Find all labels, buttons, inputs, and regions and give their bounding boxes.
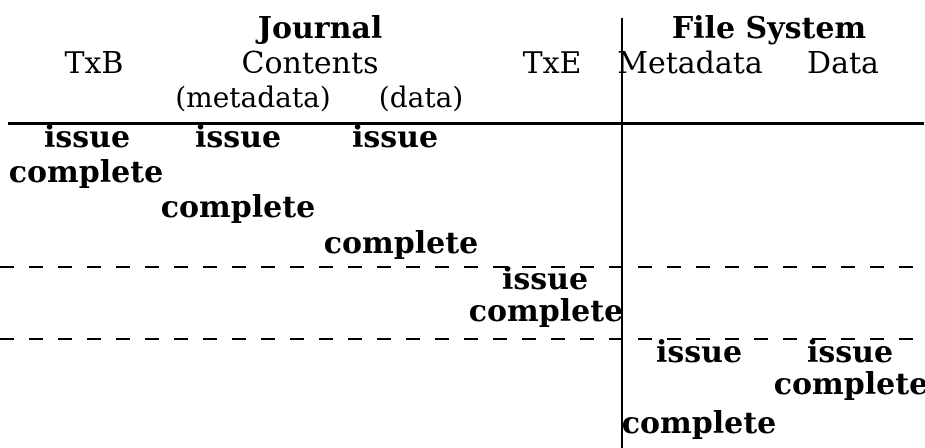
column-header-fs-data: Data — [807, 46, 879, 81]
header-rule — [8, 122, 924, 125]
column-header-contents: Contents — [241, 46, 379, 81]
file-system-group-header: File System — [671, 11, 867, 46]
journal-data-complete-entry: complete — [323, 226, 479, 261]
journal-data-issue-entry: issue — [351, 120, 439, 155]
column-header-txe: TxE — [522, 46, 582, 81]
fs-metadata-complete-entry: complete — [621, 406, 777, 441]
journal-metadata-issue-entry: issue — [194, 120, 282, 155]
journal-metadata-complete-entry: complete — [160, 190, 316, 225]
phase-separator-1 — [0, 266, 925, 268]
txe-complete-entry: complete — [468, 294, 624, 329]
subheader-contents-data: (data) — [378, 81, 464, 114]
journal-group-header: Journal — [257, 11, 383, 46]
journal-filesystem-divider — [621, 18, 623, 448]
txe-issue-entry: issue — [501, 262, 589, 297]
column-header-fs-metadata: Metadata — [617, 46, 763, 81]
fs-metadata-issue-entry: issue — [655, 335, 743, 370]
column-header-txb: TxB — [64, 46, 124, 81]
phase-separator-2 — [0, 338, 925, 340]
txb-complete-entry: complete — [8, 155, 164, 190]
fs-data-issue-entry: issue — [806, 335, 894, 370]
fs-data-complete-entry: complete — [773, 367, 925, 402]
txb-issue-entry: issue — [43, 120, 131, 155]
subheader-contents-metadata: (metadata) — [175, 81, 331, 114]
